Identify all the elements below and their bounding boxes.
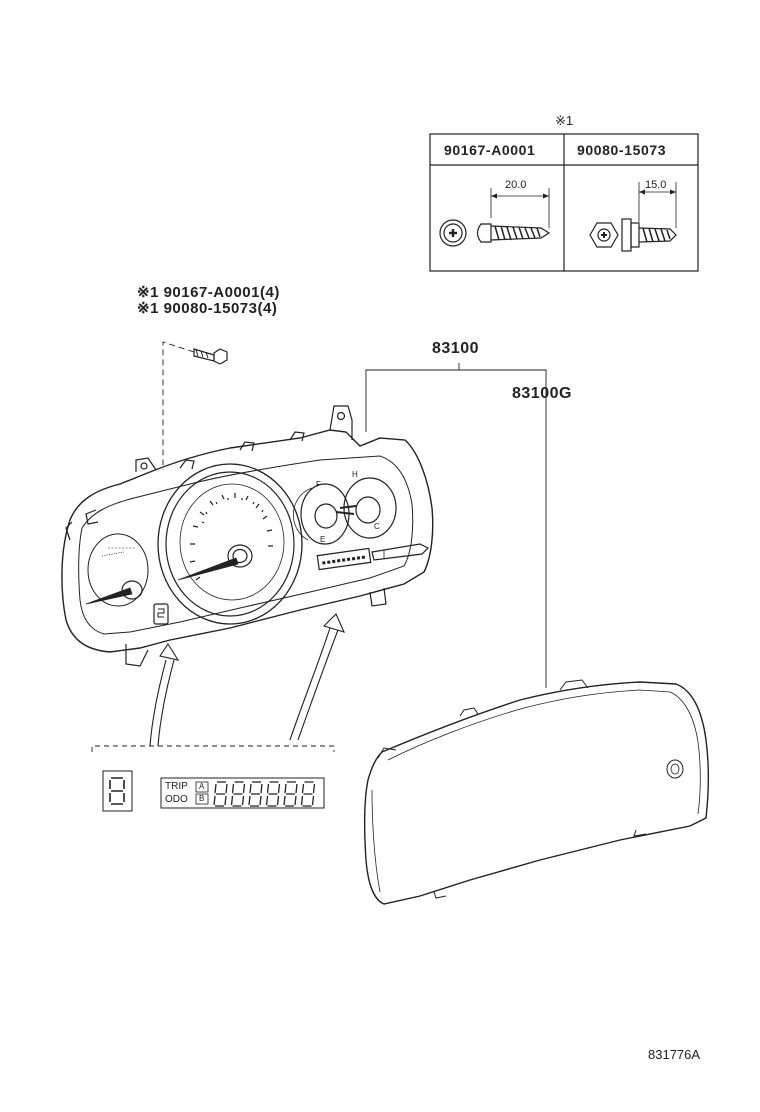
odometer-digit (213, 781, 228, 807)
table-header-part-1: 90167-A0001 (444, 142, 536, 158)
table-marker: ※1 (555, 113, 574, 128)
fastener-line-2: ※1 90080-15073(4) (137, 300, 278, 317)
fuel-gauge (293, 483, 355, 545)
gear-position-display (102, 770, 133, 812)
odometer-trip-display (160, 777, 325, 809)
odometer-digit (283, 781, 298, 807)
speedometer-needle-icon (177, 544, 253, 581)
callout-83100G: 83100G (512, 385, 572, 402)
figure-reference: 831776A (648, 1047, 701, 1062)
screw-leader-line (162, 341, 195, 470)
phillips-screw-icon (439, 219, 551, 247)
mounting-screw-icon (193, 348, 228, 365)
fastener-line-1: ※1 90167-A0001(4) (137, 284, 280, 301)
fastener-table (429, 133, 699, 272)
trip-label: TRIP (165, 781, 188, 792)
dimension-label-2: 15.0 (645, 179, 667, 191)
dimension-15 (638, 182, 677, 228)
display-detail (91, 745, 335, 812)
cluster-gear-indicator (153, 603, 169, 625)
trip-reset-knob-icon (371, 543, 430, 561)
speedometer-scale (189, 493, 273, 581)
detail-arrows (149, 613, 345, 747)
odometer-digit (230, 781, 246, 807)
table-header-part-2: 90080-15073 (577, 142, 667, 158)
temp-cold-letter: C (374, 522, 380, 531)
fuel-full-letter: F (316, 480, 321, 489)
cluster-odometer-window (316, 547, 372, 571)
dimension-20 (490, 188, 550, 228)
fuel-empty-letter: E (320, 535, 326, 544)
hex-bolt-icon (589, 218, 677, 252)
temp-hot-letter: H (352, 470, 358, 479)
temperature-gauge (339, 477, 397, 539)
dimension-label-1: 20.0 (505, 179, 527, 191)
trip-b-label: B (199, 794, 205, 803)
meter-leader-line (365, 369, 547, 688)
odo-label: ODO (165, 794, 188, 805)
combination-meter-assembly (61, 405, 434, 667)
odometer-digit (248, 781, 263, 807)
tachometer-needle-icon (85, 580, 143, 605)
odometer-digit (300, 781, 316, 807)
callout-83100: 83100 (432, 340, 479, 357)
odometer-digit (265, 781, 281, 807)
meter-glass (363, 679, 710, 905)
trip-a-label: A (199, 782, 205, 791)
